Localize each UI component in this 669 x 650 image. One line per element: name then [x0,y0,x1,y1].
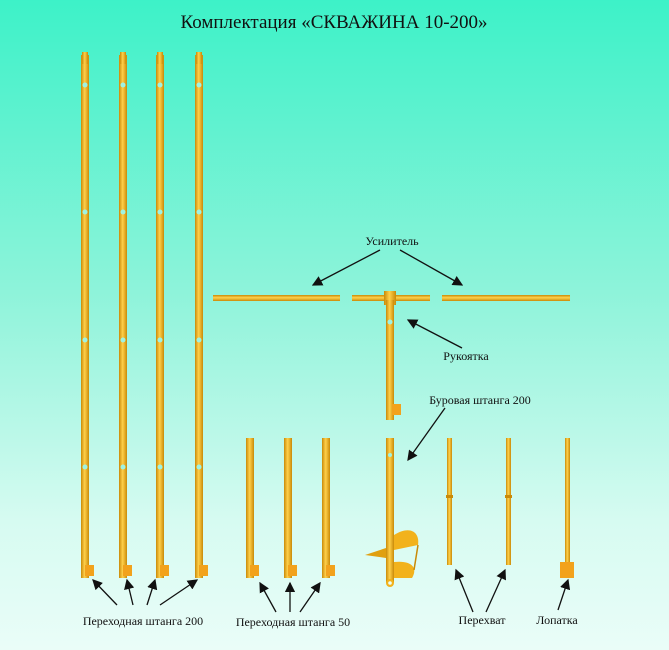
long-rod [81,52,94,578]
drill-auger [365,438,419,587]
adapter-rods-50 [246,438,335,578]
label-reinforcer: Усилитель [365,234,419,248]
long-rod [119,52,132,578]
rod-holes [82,82,202,470]
label-shovel: Лопатка [536,613,578,627]
arrows [92,249,571,613]
grip-rods [446,438,512,565]
label-drill-rod: Буровая штанга 200 [429,393,531,407]
handle [386,300,401,420]
label-adapter-rod-50: Переходная штанга 50 [236,615,350,629]
long-rod [156,52,169,578]
label-adapter-rod-200: Переходная штанга 200 [83,614,203,628]
shovel [560,438,574,578]
page-title: Комплектация «СКВАЖИНА 10-200» [180,12,487,33]
long-rod [195,52,208,578]
adapter-rods-200 [81,52,208,578]
label-grip: Перехват [459,613,507,627]
label-handle: Рукоятка [443,349,489,363]
